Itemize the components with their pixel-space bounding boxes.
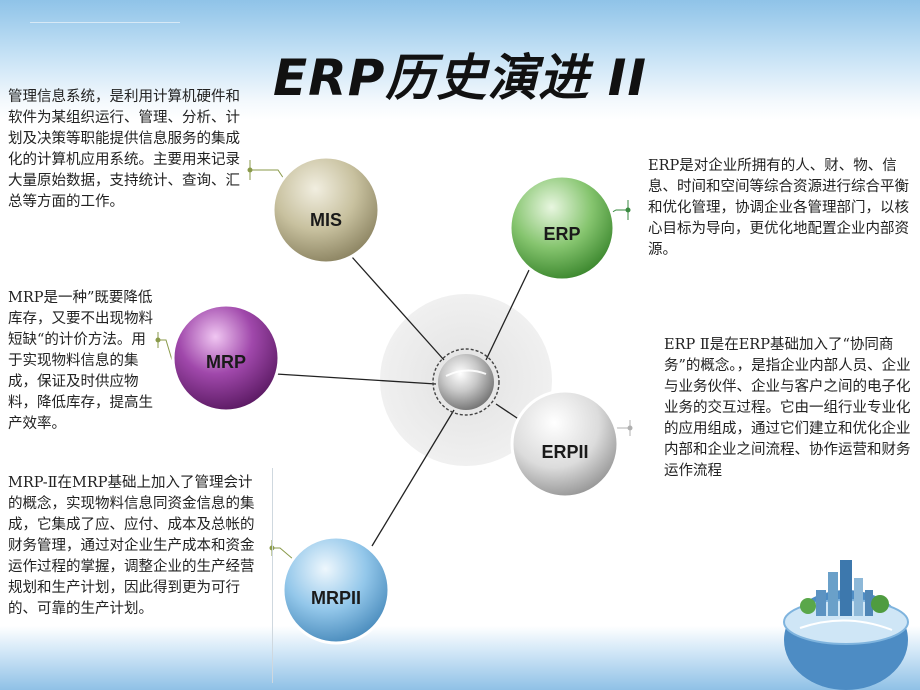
node-mis-label: MIS bbox=[310, 210, 342, 230]
description-erp: ERP是对企业所拥有的人、财、物、信息、时间和空间等综合资源进行综合平衡和优化管… bbox=[648, 158, 909, 258]
slide-title: ERP历史演进 II bbox=[273, 49, 647, 107]
connector-mrpii bbox=[371, 409, 455, 547]
hub-sphere bbox=[438, 354, 494, 410]
text-divider bbox=[272, 468, 273, 683]
node-mrpii: MRPII bbox=[281, 535, 391, 645]
hub-highlight bbox=[445, 369, 487, 377]
connector-mrp bbox=[275, 373, 437, 385]
node-mis: MIS bbox=[271, 155, 381, 265]
header-rule bbox=[30, 22, 180, 23]
node-mrp-label: MRP bbox=[206, 352, 246, 372]
description-erpii: ERP Ⅱ是在ERP基础加入了“协同商务”的概念。，是指企业内部人员、企业与业务… bbox=[664, 337, 911, 479]
footer-band bbox=[0, 626, 920, 690]
node-mrpii-label: MRPII bbox=[311, 588, 361, 608]
description-mrp: MRP是一种”既要降低库存，又要不出现物料短缺“的计价方法。用于实现物料信息的集… bbox=[8, 290, 153, 432]
description-mrpii: MRP-Ⅱ在MRP基础上加入了管理会计的概念，实现物料信息同资金信息的集成，它集… bbox=[8, 475, 255, 617]
connector-erp bbox=[485, 267, 531, 361]
node-erp-label: ERP bbox=[543, 224, 580, 244]
globe-city-decoration bbox=[783, 560, 909, 690]
description-mis: 管理信息系统，是利用计算机硬件和软件为某组织运行、管理、分析、计划及决策等职能提… bbox=[8, 89, 240, 210]
node-erpii-label: ERPII bbox=[541, 442, 588, 462]
connector-mis bbox=[351, 256, 445, 361]
callout-mrp bbox=[158, 339, 173, 361]
hub-ring bbox=[432, 348, 500, 416]
node-mrp: MRP bbox=[171, 303, 281, 413]
header-band bbox=[0, 0, 920, 120]
connector-lines bbox=[275, 256, 531, 547]
connector-erpii bbox=[495, 403, 521, 421]
node-erp: ERP bbox=[508, 174, 616, 282]
node-erpii: ERPII bbox=[510, 389, 620, 499]
